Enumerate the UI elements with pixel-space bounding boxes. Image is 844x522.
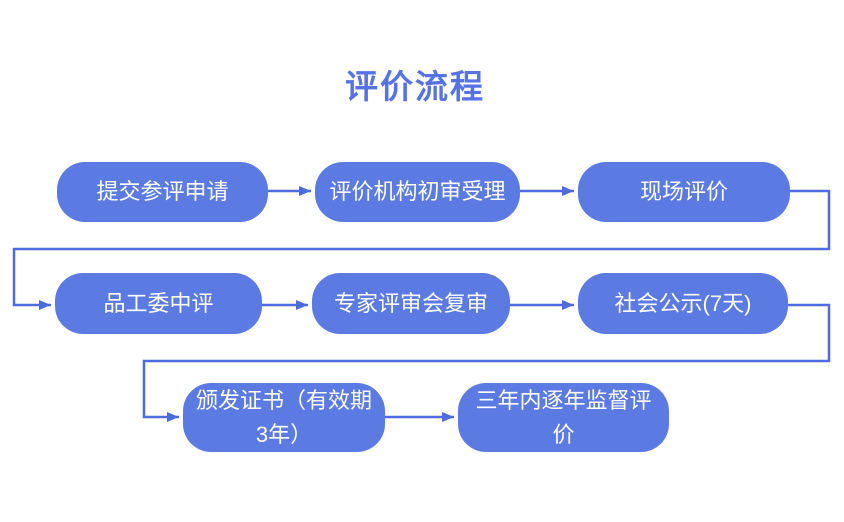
- flow-node-annual-supervision: 三年内逐年监督评价: [458, 383, 669, 452]
- flow-node-agency-initial-review: 评价机构初审受理: [315, 162, 520, 222]
- flow-node-submit-application: 提交参评申请: [57, 162, 268, 222]
- flow-node-onsite-evaluation: 现场评价: [578, 162, 790, 222]
- arrow-onsite-to-committee-wrap: [12, 189, 831, 310]
- flow-node-expert-panel-review: 专家评审会复审: [312, 273, 510, 334]
- flow-node-public-announcement: 社会公示(7天): [578, 273, 788, 334]
- page-title: 评价流程: [345, 68, 485, 105]
- arrow-announcement-to-certificate-wrap: [142, 303, 831, 422]
- flow-node-committee-intermediate-review: 品工委中评: [55, 273, 262, 334]
- flow-node-certificate-issuance: 颁发证书（有效期3年）: [183, 383, 385, 452]
